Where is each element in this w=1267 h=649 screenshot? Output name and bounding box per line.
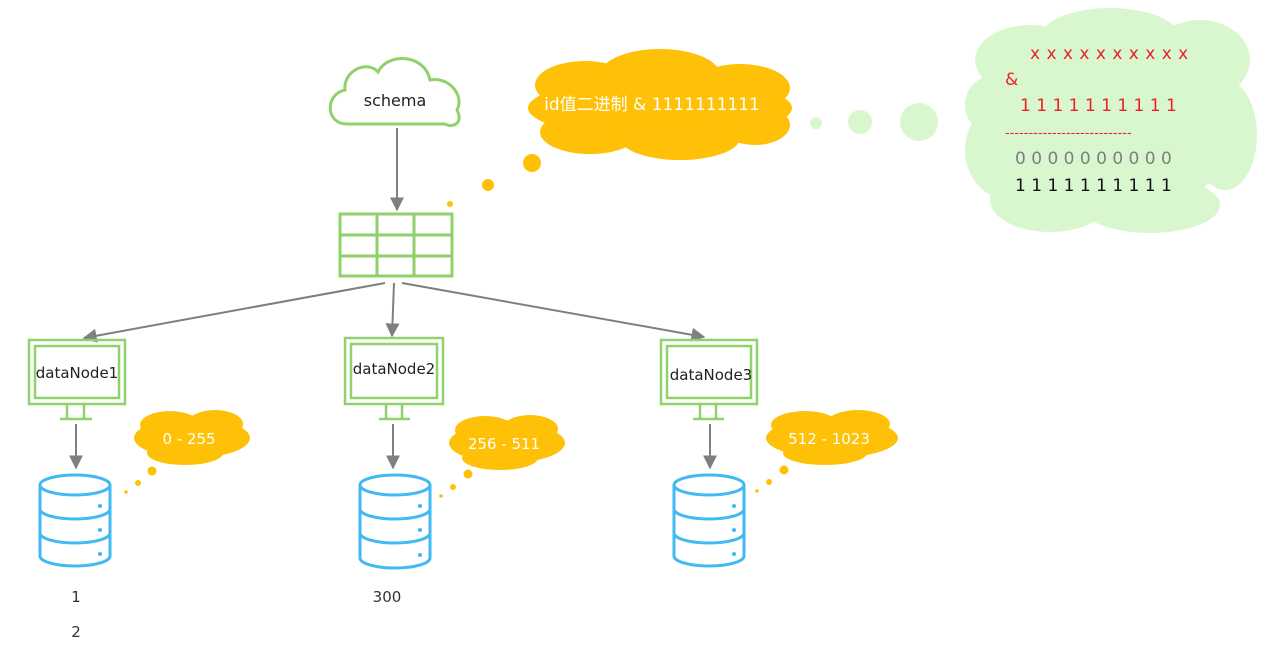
datanode2-label: dataNode2 (353, 360, 435, 378)
range1-text: 0 - 255 (162, 430, 215, 448)
routing-table-icon (338, 212, 454, 278)
table-to-node1-arrow (82, 282, 386, 343)
database3-dots (732, 504, 736, 556)
db1-note-2: 2 (71, 623, 81, 641)
table-to-node2-arrow (385, 282, 400, 338)
datanode1-monitor-icon (27, 338, 127, 421)
datanode2-monitor-icon (343, 336, 445, 421)
calc-bubble (965, 8, 1257, 233)
datanode3-monitor-icon (659, 338, 759, 421)
range2-bubble (439, 415, 565, 498)
datanode1-label: dataNode1 (36, 364, 118, 382)
database1-dots (98, 504, 102, 556)
database2-icon (358, 473, 432, 570)
calc-line-zeros: 0 0 0 0 0 0 0 0 0 0 (1015, 149, 1172, 169)
datanode3-label: dataNode3 (670, 366, 752, 384)
calc-line-x: x x x x x x x x x x (1030, 44, 1189, 64)
calc-divider: --------------------------- (1005, 126, 1132, 141)
database1-icon (38, 473, 112, 568)
thought-dots (810, 103, 938, 141)
table-to-node3-arrow (401, 282, 706, 342)
schema-label: schema (364, 91, 427, 110)
calc-line-ones: 1 1 1 1 1 1 1 1 1 1 (1015, 176, 1172, 196)
calc-line-and: & (1005, 70, 1018, 90)
range2-text: 256 - 511 (468, 435, 540, 453)
formula-text: id值二进制 & 1111111111 (544, 95, 760, 115)
range3-bubble (755, 410, 898, 493)
database2-dots (418, 504, 422, 557)
schema-cloud-icon (328, 57, 461, 127)
calc-line-mask: 1 1 1 1 1 1 1 1 1 1 (1020, 96, 1177, 116)
range3-text: 512 - 1023 (788, 430, 870, 448)
range1-bubble (124, 410, 250, 494)
database3-icon (672, 473, 746, 568)
db1-note-1: 1 (71, 588, 81, 606)
db2-note: 300 (373, 588, 402, 606)
formula-bubble (447, 49, 792, 207)
